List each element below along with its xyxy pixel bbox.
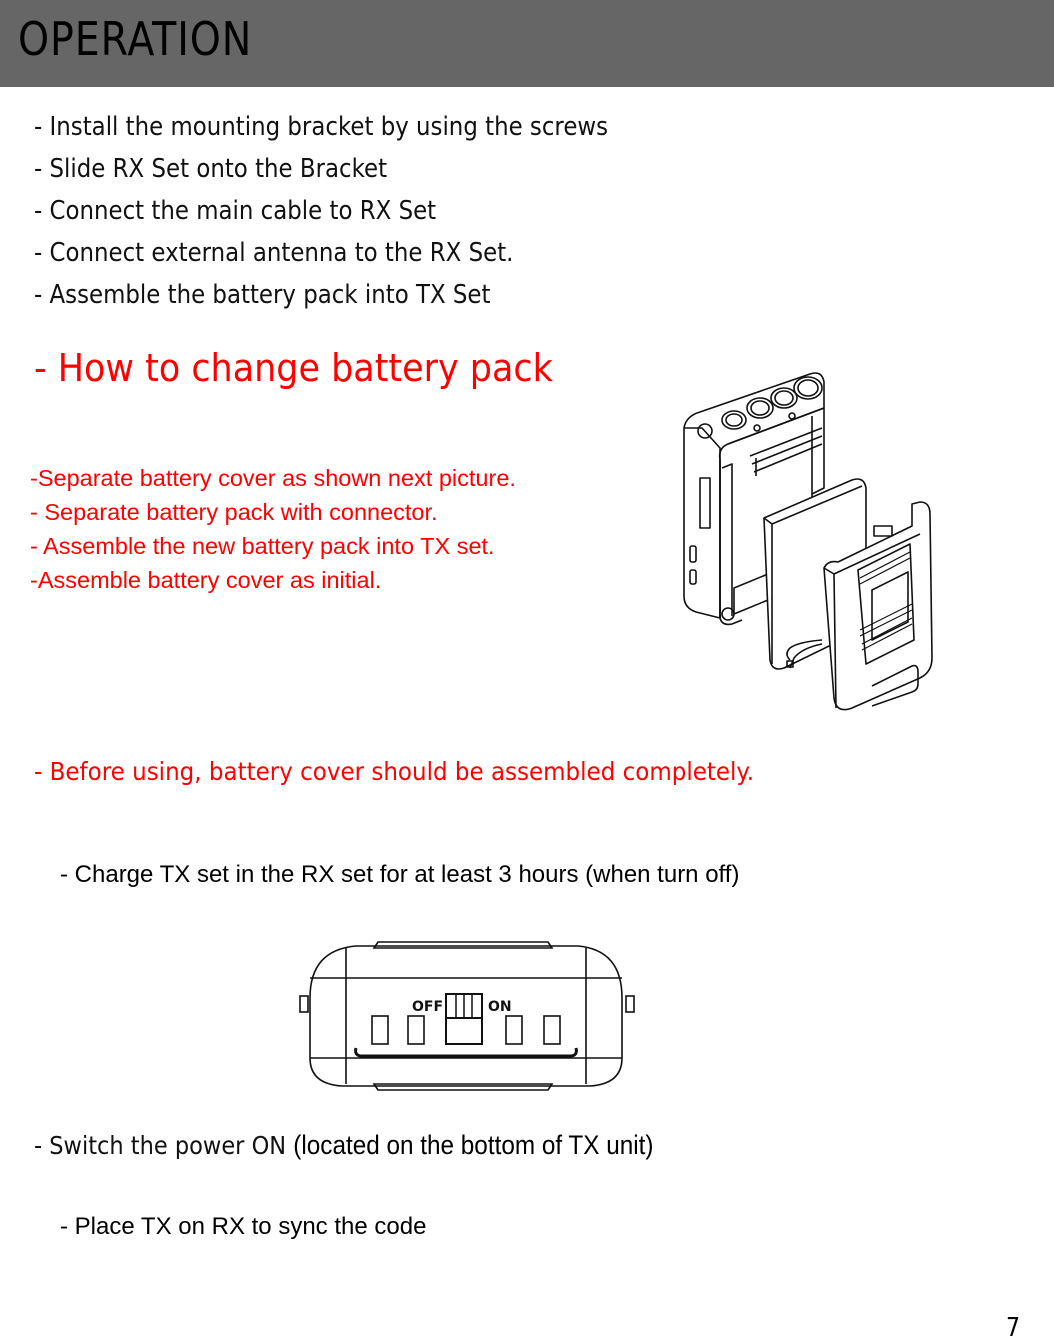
charge-note: - Charge TX set in the RX set for at lea…: [60, 861, 740, 888]
power-on-note: - Switch the power ON (located on the bo…: [34, 1129, 653, 1162]
page-title: OPERATION: [18, 12, 253, 66]
battery-cover-drawing: [823, 501, 933, 711]
power-on-note-location: (located on the bottom of TX unit): [293, 1130, 654, 1160]
switch-off-label: OFF: [412, 999, 443, 1015]
page-number: 7: [1006, 1313, 1021, 1343]
install-step: - Slide RX Set onto the Bracket: [34, 154, 388, 184]
install-step: - Connect the main cable to RX Set: [34, 196, 437, 226]
power-on-note-prefix: - Switch the power ON: [34, 1131, 294, 1160]
power-switch-illustration: OFF ON: [299, 941, 635, 1091]
install-step: - Install the mounting bracket by using …: [34, 112, 609, 142]
tx-body-drawing: [683, 372, 825, 626]
battery-step: - Separate battery pack with connector.: [30, 499, 438, 525]
install-step: - Assemble the battery pack into TX Set: [34, 280, 491, 310]
battery-section-heading: - How to change battery pack: [34, 346, 553, 390]
header-bar: OPERATION: [0, 0, 1054, 87]
battery-step: - Assemble the new battery pack into TX …: [30, 533, 495, 559]
battery-steps-list: -Separate battery cover as shown next pi…: [30, 461, 516, 597]
switch-on-label: ON: [488, 999, 512, 1015]
battery-cover-warning: - Before using, battery cover should be …: [34, 757, 755, 786]
battery-step: -Separate battery cover as shown next pi…: [30, 465, 516, 491]
install-step: - Connect external antenna to the RX Set…: [34, 238, 514, 268]
battery-step: -Assemble battery cover as initial.: [30, 567, 382, 593]
tx-unit-exploded-illustration: [683, 372, 933, 711]
sync-note: - Place TX on RX to sync the code: [60, 1213, 427, 1240]
